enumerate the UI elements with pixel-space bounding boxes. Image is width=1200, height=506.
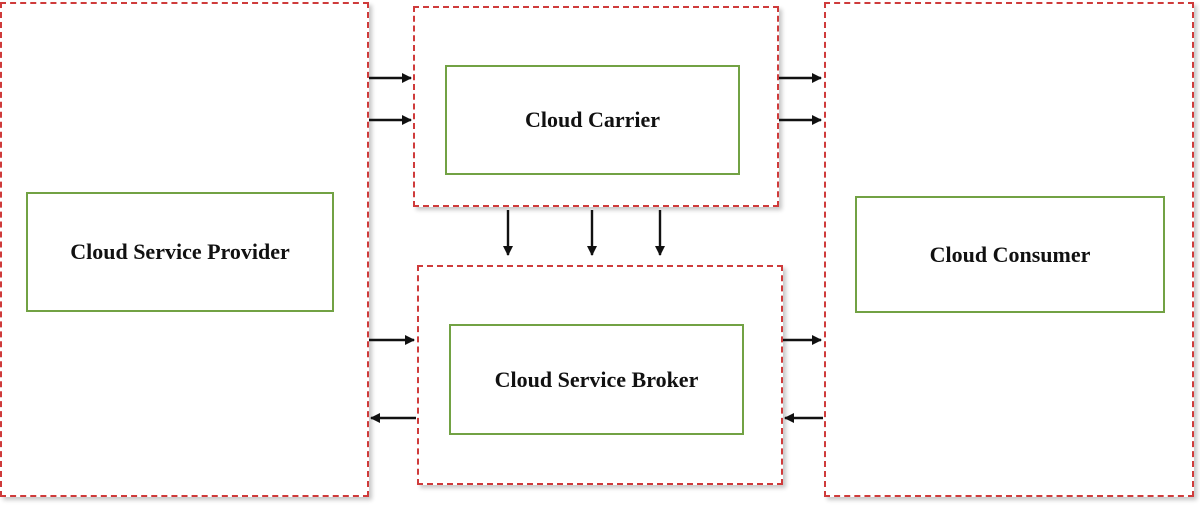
cloud-service-broker-label: Cloud Service Broker xyxy=(494,366,699,392)
cloud-service-broker-node: Cloud Service Broker xyxy=(449,324,744,435)
cloud-carrier-label: Cloud Carrier xyxy=(524,107,661,132)
cloud-service-provider-node: Cloud Service Provider xyxy=(26,192,334,312)
cloud-service-provider-label: Cloud Service Provider xyxy=(70,239,290,264)
cloud-carrier-node: Cloud Carrier xyxy=(445,65,740,175)
cloud-consumer-label: Cloud Consumer xyxy=(929,241,1091,267)
cloud-consumer-node: Cloud Consumer xyxy=(855,196,1165,313)
